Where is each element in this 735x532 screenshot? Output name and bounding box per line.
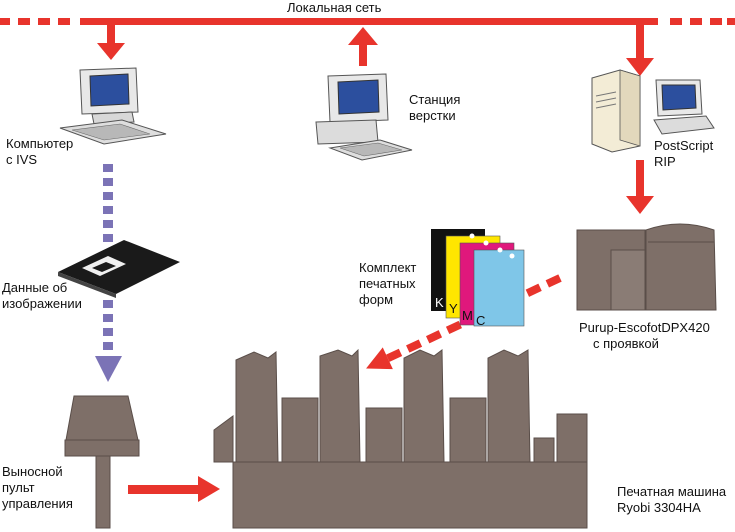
press-label-line1: Печатная машина <box>617 484 727 499</box>
plate-letter-k: K <box>435 295 444 310</box>
postscript-rip-server-icon <box>591 69 641 153</box>
remote-console-label-line3: управления <box>2 496 73 511</box>
ivs-computer-label-line2: с IVS <box>6 152 38 167</box>
remote-console-label-line2: пульт <box>2 480 35 495</box>
plate-set-label-line1: Комплект <box>359 260 417 275</box>
plate-letter-c: C <box>476 313 486 328</box>
printing-press-icon <box>213 348 588 529</box>
platesetter-icon <box>576 223 717 311</box>
network-label: Локальная сеть <box>287 0 382 15</box>
floppy-disk-icon <box>58 240 180 298</box>
console-to-press-arrow <box>128 476 220 502</box>
image-data-label-line1: Данные об <box>2 280 68 295</box>
ivs-computer-icon <box>59 67 167 145</box>
rip-to-platesetter-arrow <box>626 160 654 214</box>
network-arrow-up-layout <box>348 27 378 66</box>
platesetter-label-line1: Purup-EscofotDPX420 <box>579 320 710 335</box>
plate-set-icon <box>431 229 525 327</box>
plate-c <box>473 249 525 327</box>
platesetter-label-line2: с проявкой <box>593 336 659 351</box>
plate-letter-y: Y <box>449 301 458 316</box>
plate-set-label-line2: печатных <box>359 276 416 291</box>
local-network-bus <box>0 18 735 25</box>
layout-station-label-line1: Станция <box>409 92 461 107</box>
network-arrow-down-ivs <box>97 24 125 60</box>
layout-station-label-line2: верстки <box>409 108 456 123</box>
ivs-computer-label-line1: Компьютер <box>6 136 74 151</box>
network-arrow-down-rip <box>626 24 654 76</box>
press-label-line2: Ryobi 3304HA <box>617 500 701 515</box>
plate-set-label-line3: форм <box>359 292 394 307</box>
rip-monitor-icon <box>653 79 715 135</box>
layout-station-computer-icon <box>315 73 413 161</box>
data-path-dotted-line <box>95 164 122 382</box>
postscript-rip-label-line1: PostScript <box>654 138 714 153</box>
remote-console-icon <box>64 395 140 529</box>
plate-letter-m: M <box>462 308 473 323</box>
postscript-rip-label-line2: RIP <box>654 154 676 169</box>
remote-console-label-line1: Выносной <box>2 464 63 479</box>
image-data-label-line2: изображении <box>2 296 82 311</box>
